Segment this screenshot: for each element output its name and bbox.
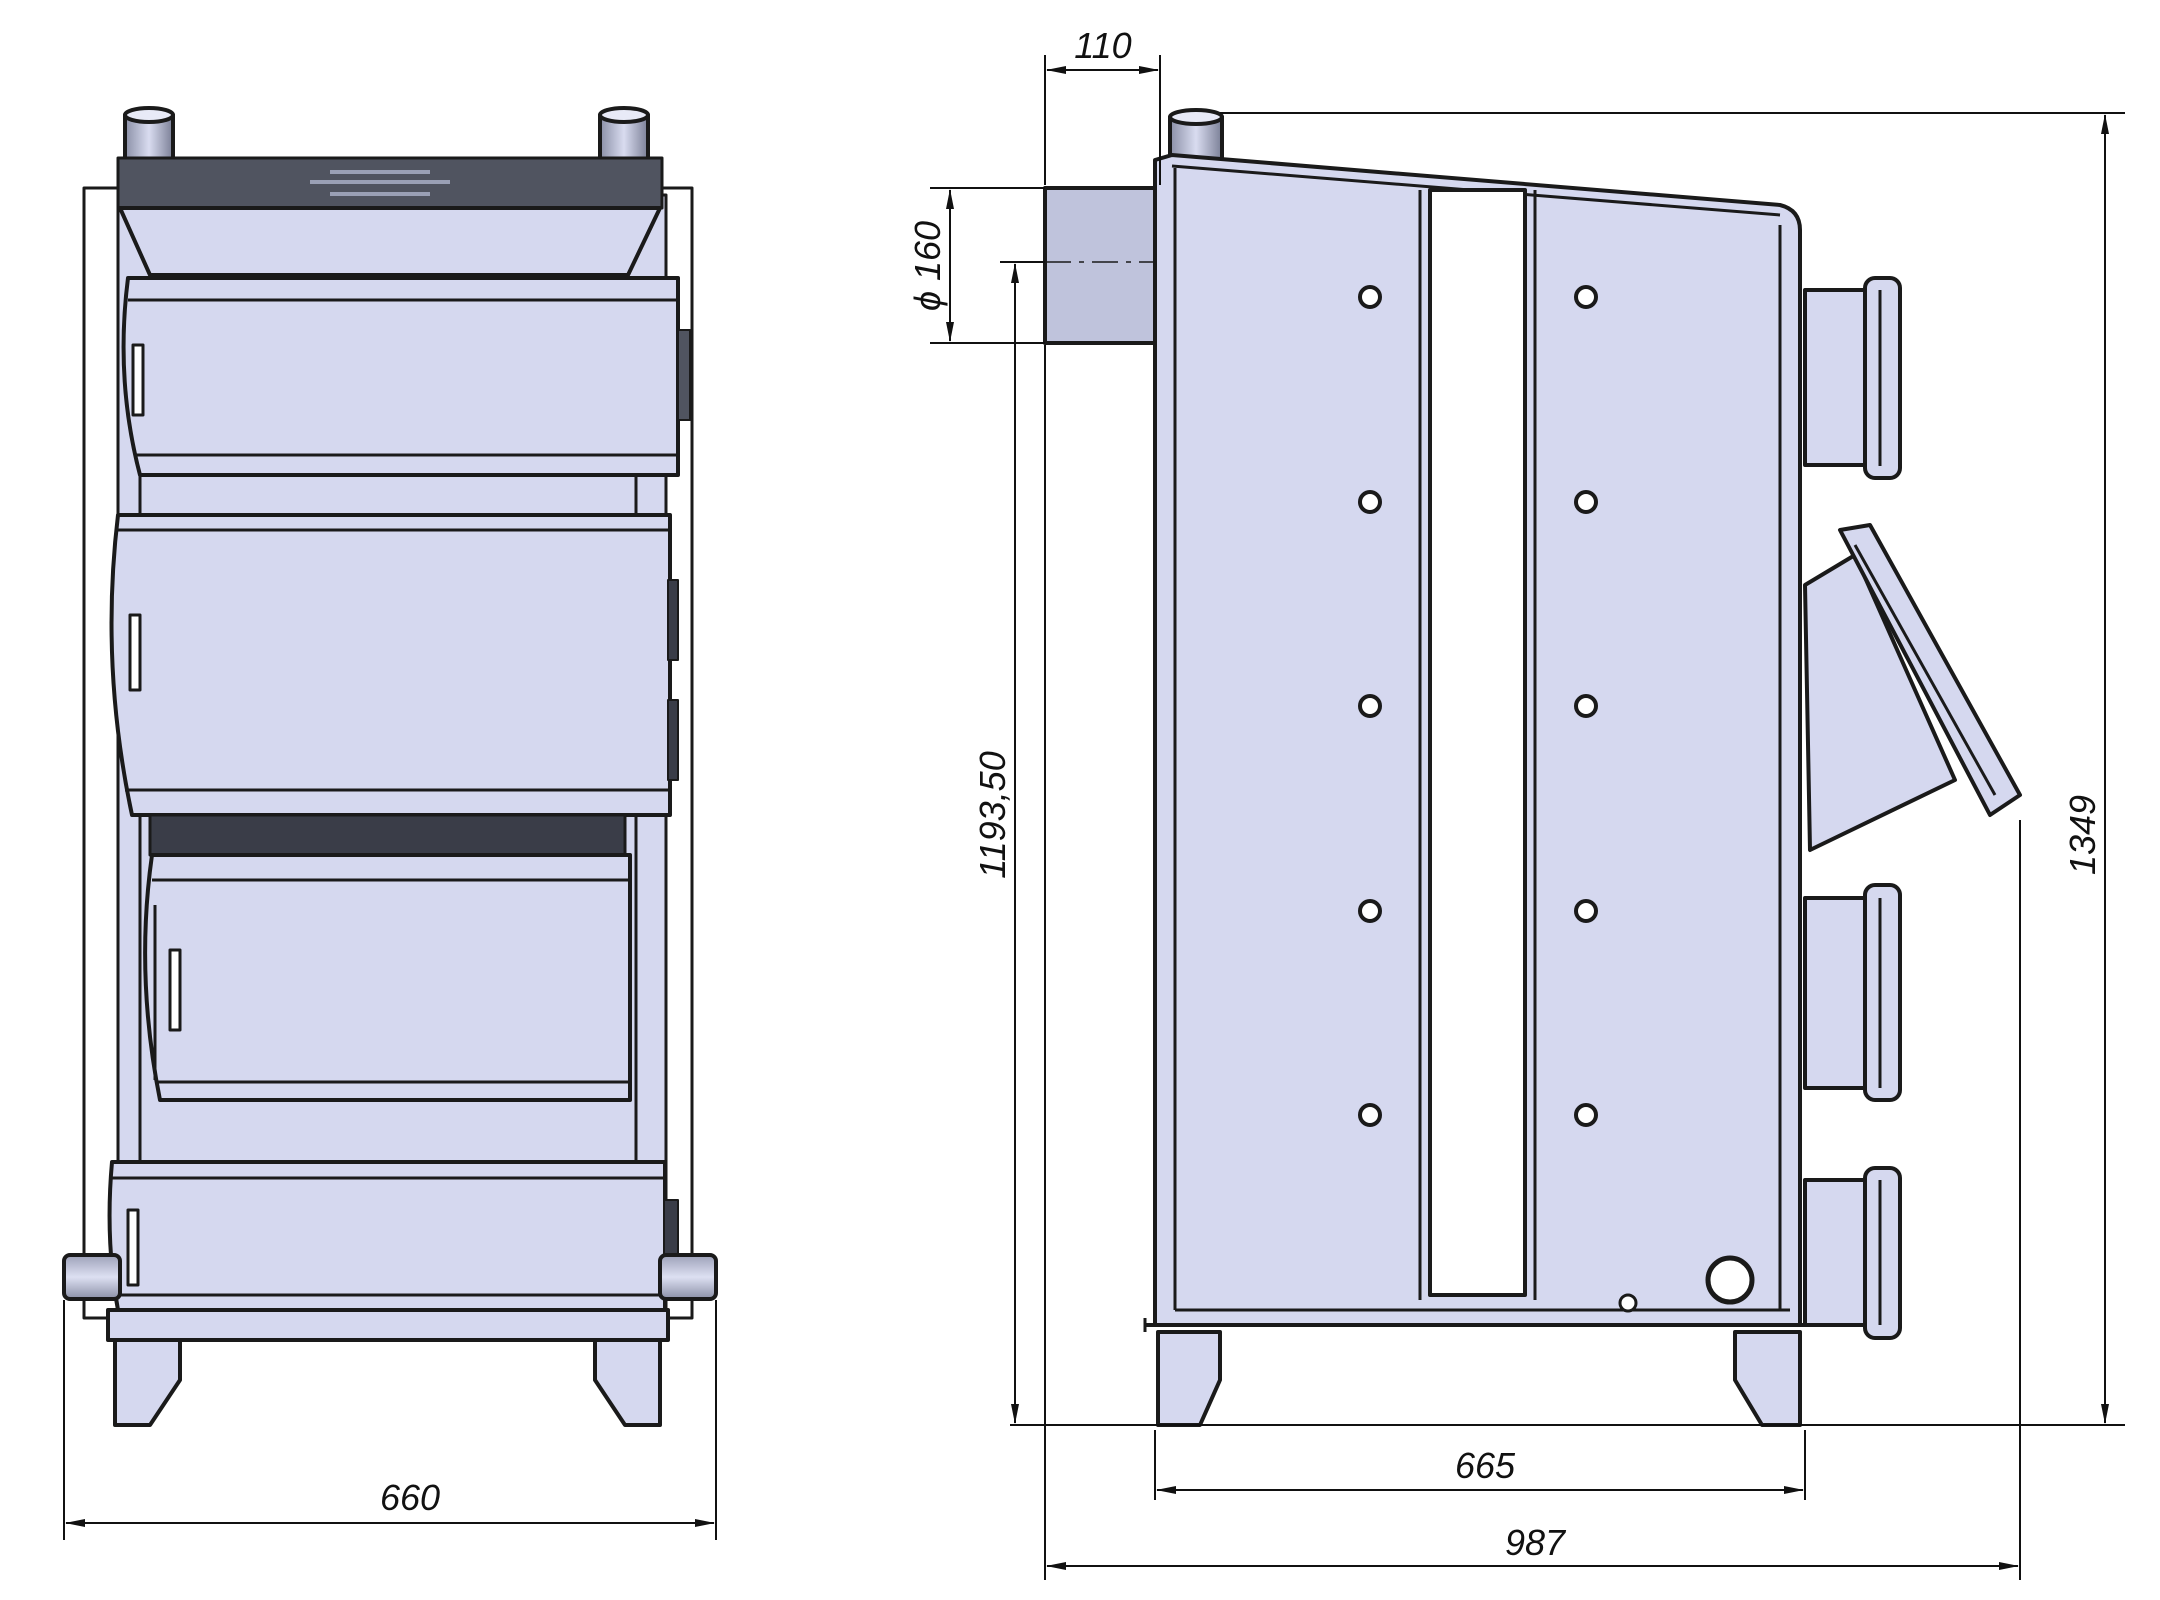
front-top-pipe-left <box>123 106 175 167</box>
side-flange-4 <box>1803 1166 1902 1340</box>
front-side-pipe-right <box>658 1253 718 1301</box>
front-door-middle <box>109 513 679 817</box>
front-leg-right <box>593 1338 662 1427</box>
dim-label-pipe-diameter: ϕ 160 <box>907 221 948 311</box>
side-slot <box>1428 188 1527 1297</box>
front-dark-gap <box>148 813 627 857</box>
dimension-lines <box>63 55 2125 1580</box>
side-flange-2 <box>1803 523 2022 852</box>
dim-label-pipe-height: 1193,50 <box>972 751 1013 878</box>
side-bolt-holes <box>1358 285 1598 1127</box>
side-flange-1 <box>1803 276 1902 480</box>
front-ash-door <box>107 1160 679 1312</box>
side-view <box>1043 108 2022 1427</box>
side-leg-right <box>1733 1330 1802 1427</box>
front-view <box>62 106 718 1427</box>
front-side-pipe-left <box>62 1253 122 1301</box>
dimension-labels: 660 110 ϕ 160 1193,50 1349 665 987 <box>380 25 2103 1563</box>
front-door-top <box>121 276 691 477</box>
side-small-hole <box>1618 1293 1638 1313</box>
side-flue-pipe <box>1043 186 1215 345</box>
dim-label-leg-span: 665 <box>1455 1445 1516 1486</box>
side-drain-fitting <box>1705 1255 1755 1305</box>
dim-label-total-height: 1349 <box>2062 795 2103 875</box>
dim-label-pipe-offset: 110 <box>1074 25 1131 66</box>
front-top-pipe-right <box>598 106 650 167</box>
front-base <box>106 1308 670 1342</box>
side-flange-3 <box>1803 883 1902 1102</box>
side-leg-left <box>1156 1330 1222 1427</box>
dim-label-front-width: 660 <box>380 1477 440 1518</box>
dim-label-total-depth: 987 <box>1505 1522 1567 1563</box>
front-door-lower <box>143 853 632 1102</box>
front-leg-left <box>113 1338 182 1427</box>
front-hopper <box>118 206 662 277</box>
